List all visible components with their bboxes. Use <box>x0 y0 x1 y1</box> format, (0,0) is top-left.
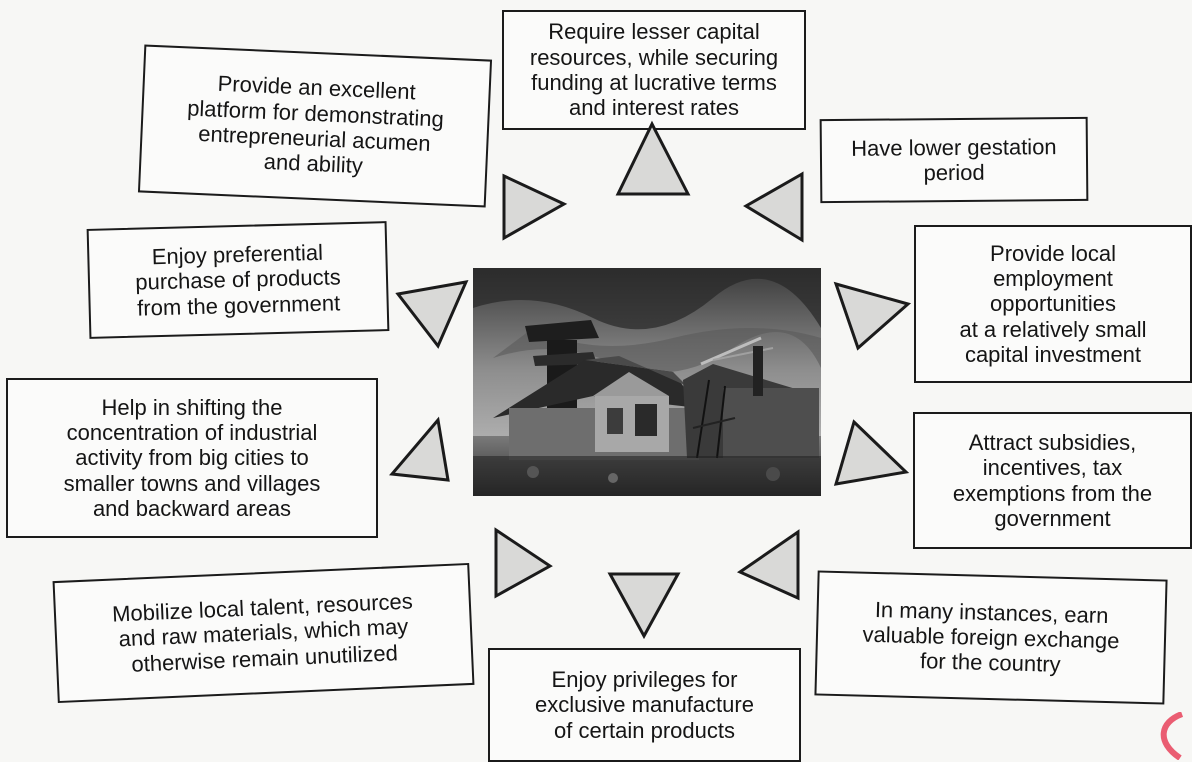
factory-photo <box>473 268 821 496</box>
arrow-triangle-right-lower <box>833 419 910 486</box>
benefit-box-lesser-capital: Require lesser capital resources, while … <box>502 10 806 130</box>
benefit-box-entrepreneurial-platform: Provide an excellent platform for demons… <box>137 44 493 208</box>
benefit-box-lower-gestation: Have lower gestation period <box>819 116 1089 204</box>
watermark-logo-fragment <box>1160 712 1184 760</box>
arrow-triangle-down <box>607 572 681 640</box>
benefit-box-shifting-concentration: Help in shifting the concentration of in… <box>6 378 378 538</box>
benefit-box-mobilize-local-talent: Mobilize local talent, resources and raw… <box>52 562 475 704</box>
arrow-triangle-left <box>395 280 469 349</box>
arrow-triangle-down-left <box>494 527 553 599</box>
benefit-box-preferential-purchase: Enjoy preferential purchase of products … <box>86 221 390 339</box>
arrow-triangle-right <box>833 281 912 351</box>
arrow-triangle-up <box>615 120 691 196</box>
arrow-triangle-up-left <box>502 173 568 241</box>
benefit-box-foreign-exchange: In many instances, earn valuable foreign… <box>814 570 1168 705</box>
arrow-triangle-up-right <box>743 171 804 243</box>
arrow-triangle-down-right <box>736 529 800 601</box>
benefit-box-exclusive-manufacture: Enjoy privileges for exclusive manufactu… <box>488 648 801 762</box>
benefit-box-subsidies: Attract subsidies, incentives, tax exemp… <box>913 412 1192 549</box>
arrow-triangle-left-lower <box>389 416 450 482</box>
benefit-box-local-employment: Provide local employment opportunities a… <box>914 225 1192 383</box>
